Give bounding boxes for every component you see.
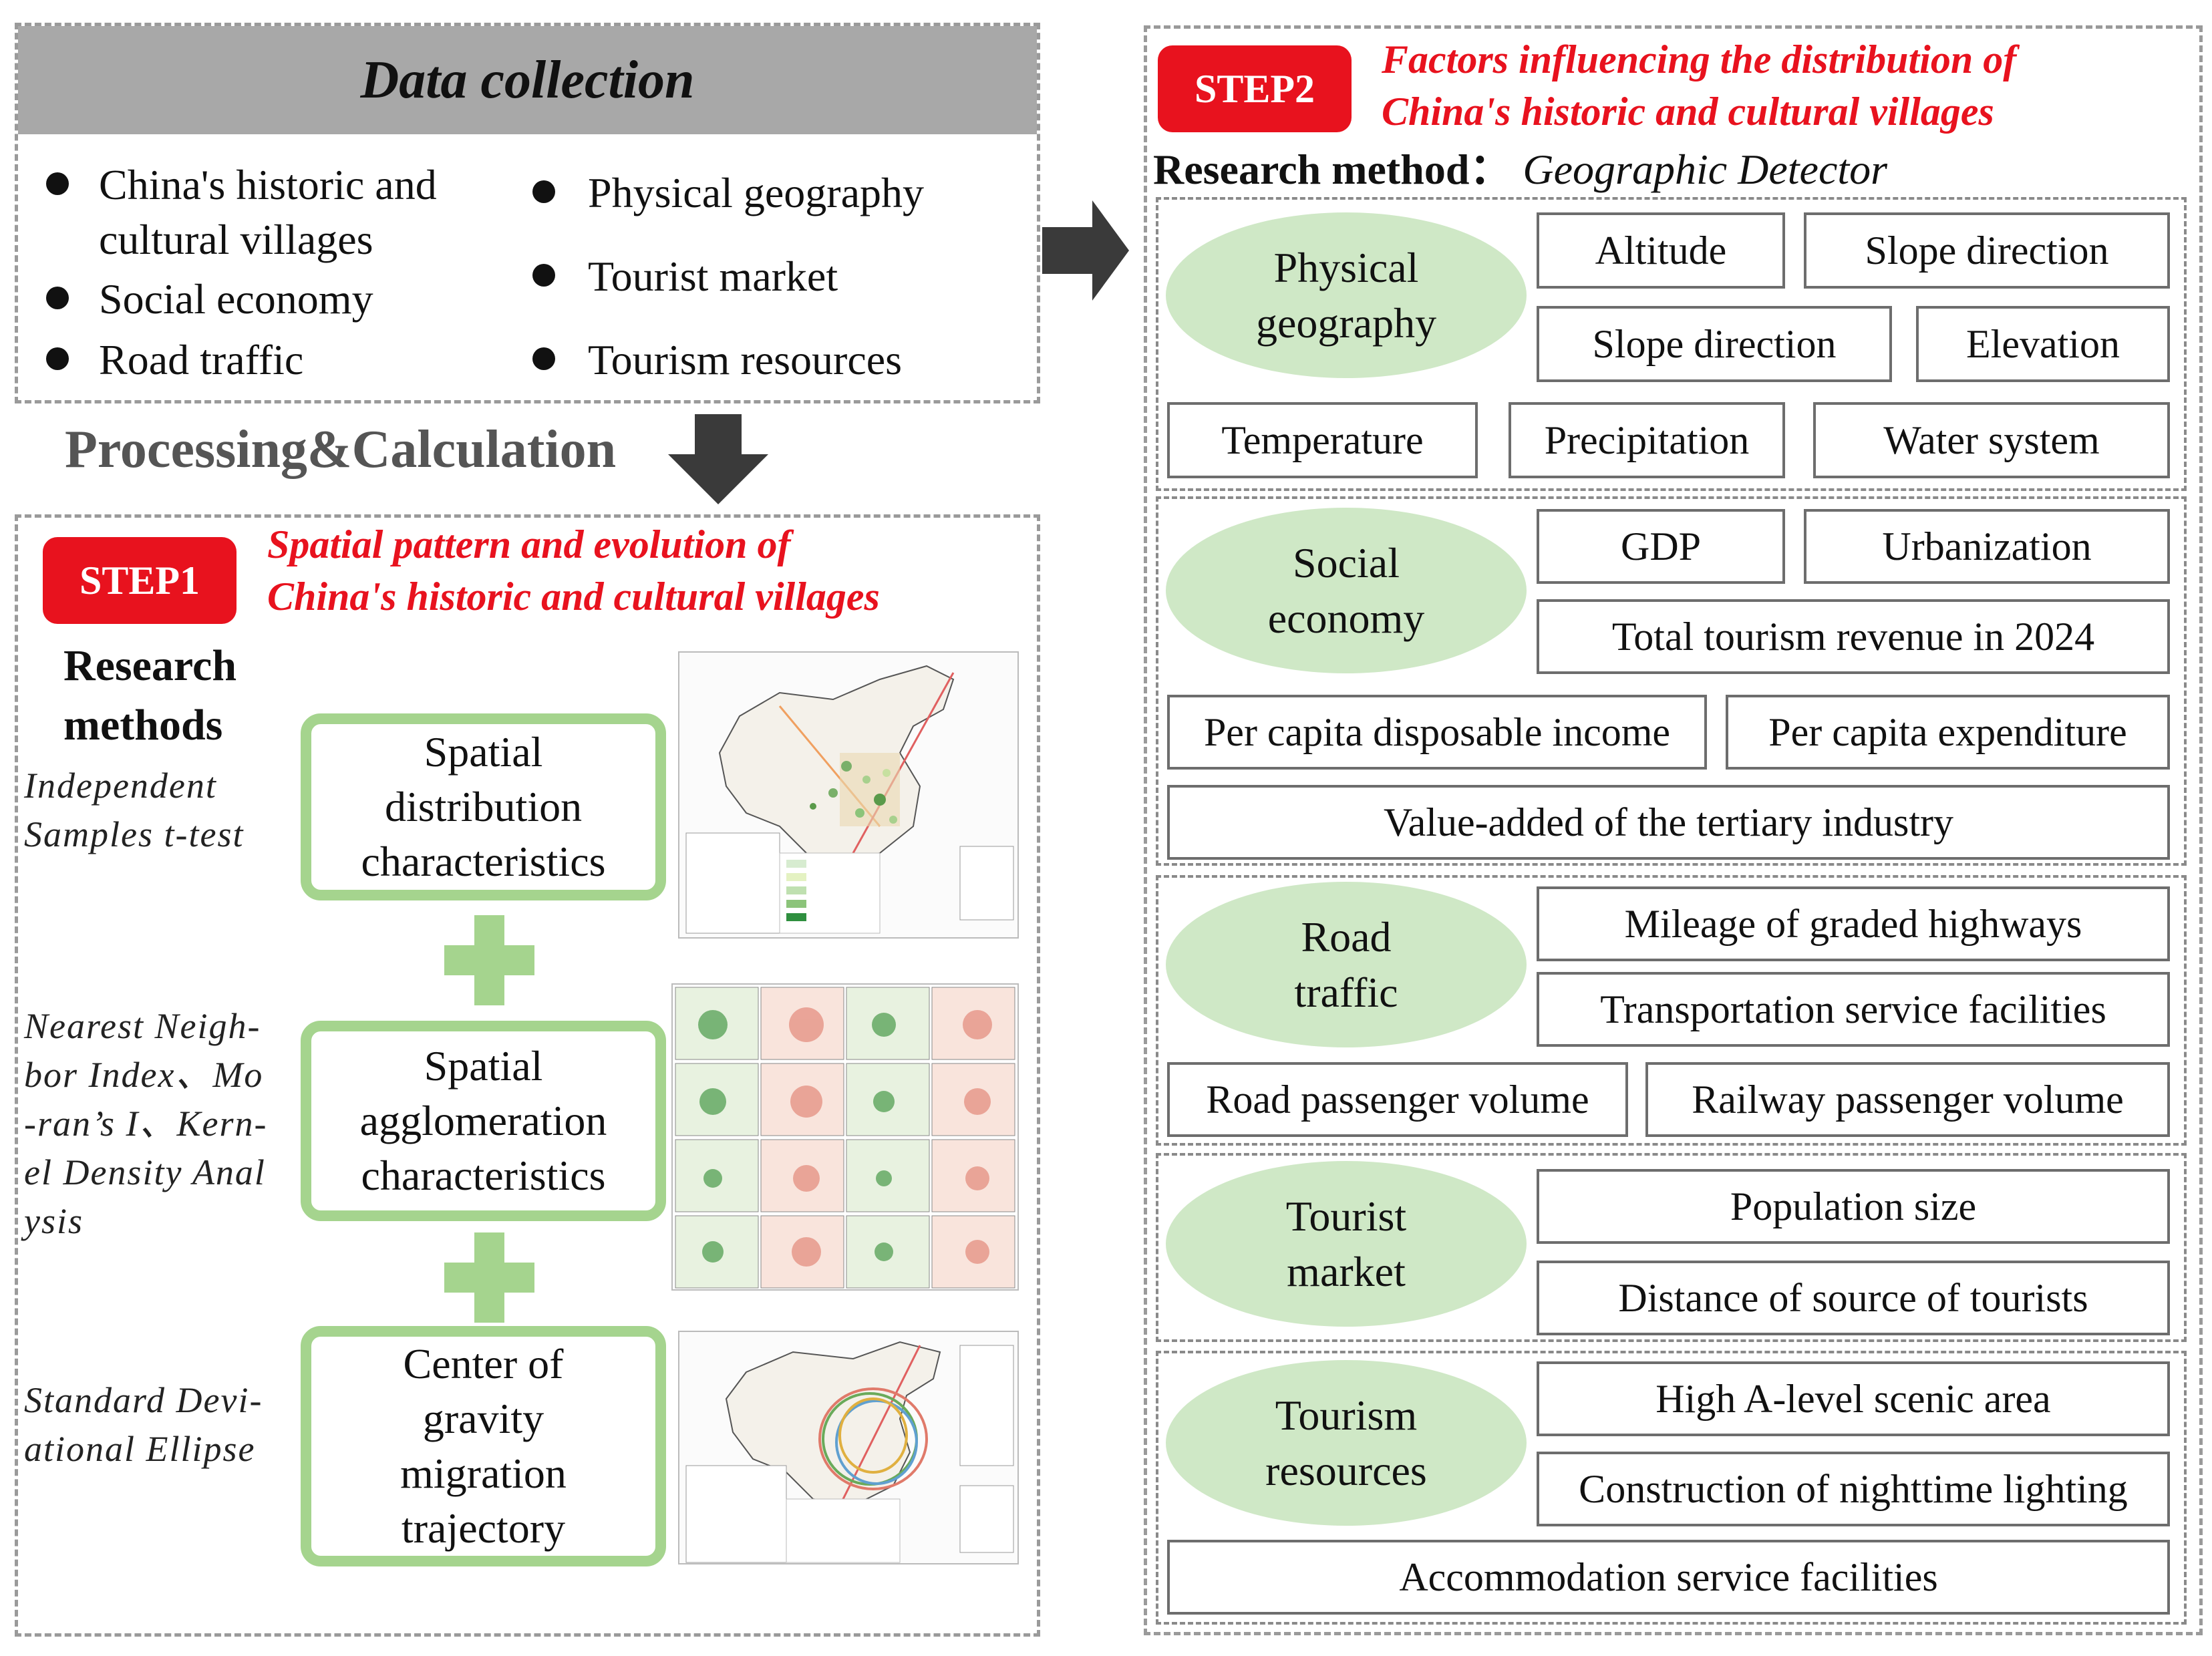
bullet-dot (46, 347, 69, 370)
data-item-physical-geography: Physical geography (588, 169, 924, 216)
factor-road-passenger-volume: Road passenger volume (1167, 1062, 1628, 1137)
step1-panel (15, 514, 1040, 1637)
research-methods-label: Research methods (63, 641, 237, 750)
data-collection-title: Data collection (360, 50, 695, 110)
factor-accommodation-service-facilities: Accommodation service facilities (1167, 1540, 2170, 1615)
tourist-market-ellipse: Tourist market (1166, 1161, 1527, 1327)
box-spatial-distribution: Spatial distribution characteristics (301, 713, 666, 900)
step2-title: Factors influencing the distribution of … (1382, 37, 2017, 134)
factor-high-a-level-scenic-area: High A-level scenic area (1537, 1361, 2170, 1436)
group-physical-geography (1156, 197, 2187, 491)
plus-icon (444, 1232, 534, 1323)
factor-slope-direction: Slope direction (1804, 212, 2170, 289)
road-traffic-ellipse: Road traffic (1166, 882, 1527, 1047)
processing-label: Processing&Calculation (65, 420, 617, 479)
bullet-dot (46, 172, 69, 195)
bullet-dot (532, 264, 555, 287)
group-social-economy (1156, 496, 2187, 866)
factor-temperature: Temperature (1167, 402, 1478, 478)
data-item-villages: China's historic and cultural villages (99, 161, 437, 263)
data-item-road-traffic: Road traffic (99, 336, 304, 383)
data-collection-panel (15, 23, 1040, 403)
bullet-dot (532, 347, 555, 370)
factor-total-tourism-revenue: Total tourism revenue in 2024 (1537, 599, 2170, 674)
physical-geography-ellipse: Physical geography (1166, 212, 1527, 378)
bullet-dot (46, 287, 69, 309)
factor-distance-source-tourists: Distance of source of tourists (1537, 1261, 2170, 1335)
factor-transportation-service-facilities: Transportation service facilities (1537, 972, 2170, 1047)
ellipse-map-image (678, 1331, 1019, 1564)
research-method-value: Geographic Detector (1523, 146, 1888, 193)
data-item-tourist-market: Tourist market (588, 253, 838, 300)
step2-badge: STEP2 (1158, 45, 1352, 132)
factor-nighttime-lighting: Construction of nighttime lighting (1537, 1452, 2170, 1526)
social-economy-ellipse: Social economy (1166, 508, 1527, 673)
data-item-social-economy: Social economy (99, 275, 373, 323)
factor-per-capita-disposable-income: Per capita disposable income (1167, 695, 1707, 770)
box-spatial-agglomeration: Spatial agglomeration characteristics (301, 1021, 666, 1221)
method-nearest-neighbor: Nearest Neigh- bor Index、Mo -ran’s I、Ker… (24, 1006, 268, 1241)
method-t-test: Independent Samples t-test (24, 766, 245, 854)
bullet-dot (532, 180, 555, 203)
group-tourist-market (1156, 1153, 2187, 1342)
factor-water-system: Water system (1813, 402, 2170, 478)
factor-value-added-tertiary: Value-added of the tertiary industry (1167, 785, 2170, 860)
step1-badge: STEP1 (43, 537, 236, 624)
kernel-density-maps-image (671, 983, 1019, 1291)
method-standard-deviational-ellipse: Standard Devi- ational Ellipse (24, 1380, 263, 1469)
right-arrow-icon (1042, 200, 1129, 301)
plus-icon (444, 915, 534, 1005)
factor-slope-direction-2: Slope direction (1537, 306, 1892, 382)
factor-elevation: Elevation (1916, 306, 2170, 382)
box-center-of-gravity: Center of gravity migration trajectory (301, 1326, 666, 1566)
distribution-map-image (678, 651, 1019, 939)
factor-railway-passenger-volume: Railway passenger volume (1645, 1062, 2170, 1137)
step2-panel (1144, 25, 2203, 1635)
research-method-row: Research method： Geographic Detector (1153, 135, 1887, 196)
factor-altitude: Altitude (1537, 212, 1785, 289)
factor-precipitation: Precipitation (1509, 402, 1785, 478)
group-road-traffic (1156, 875, 2187, 1146)
group-tourism-resources (1156, 1351, 2187, 1625)
factor-population-size: Population size (1537, 1169, 2170, 1244)
data-item-tourism-resources: Tourism resources (588, 336, 903, 383)
step1-title: Spatial pattern and evolution of China's… (267, 522, 880, 619)
down-arrow-icon (668, 414, 768, 504)
data-collection-header: Data collection (18, 26, 1037, 134)
factor-gdp: GDP (1537, 509, 1785, 584)
factor-mileage-graded-highways: Mileage of graded highways (1537, 886, 2170, 961)
factor-urbanization: Urbanization (1804, 509, 2170, 584)
factor-per-capita-expenditure: Per capita expenditure (1726, 695, 2170, 770)
tourism-resources-ellipse: Tourism resources (1166, 1360, 1527, 1526)
research-method-label: Research method： (1153, 146, 1513, 193)
